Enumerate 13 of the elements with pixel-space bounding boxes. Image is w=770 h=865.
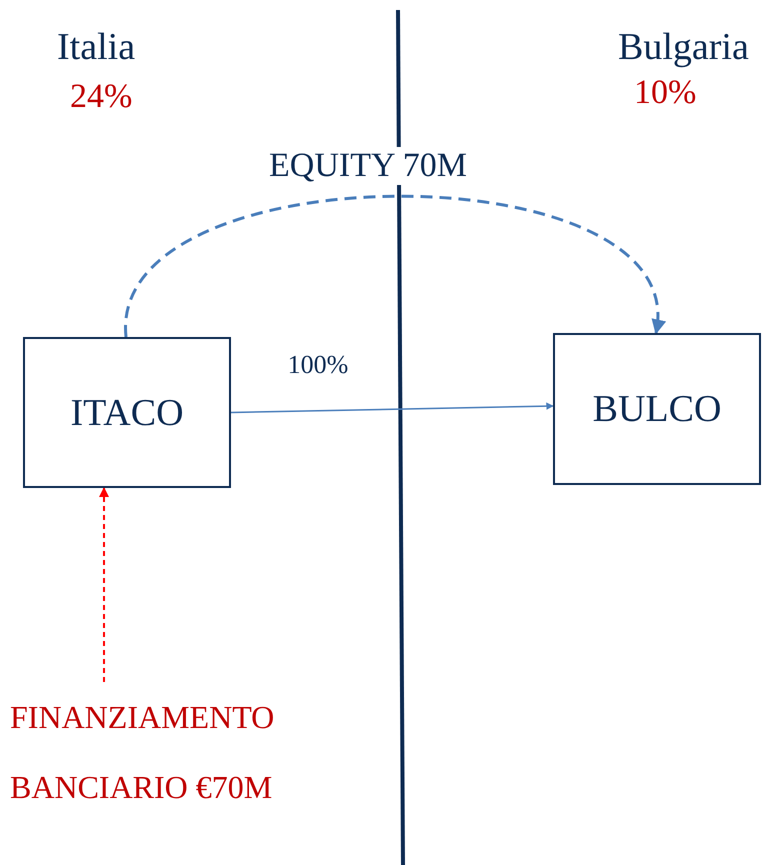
entity-box bbox=[23, 337, 231, 488]
percentage-label: 10% bbox=[634, 74, 696, 112]
country-label: Bulgaria bbox=[618, 25, 749, 69]
arrow bbox=[124, 194, 663, 338]
entity-box bbox=[553, 333, 761, 485]
edge-label: EQUITY 70M bbox=[267, 147, 469, 185]
entity-name: BULCO bbox=[592, 387, 722, 431]
arrow bbox=[99, 487, 109, 682]
entity-name: ITACO bbox=[70, 390, 184, 434]
arrow bbox=[230, 402, 554, 414]
country-label: Italia bbox=[57, 25, 136, 69]
percentage-label: 24% bbox=[70, 78, 132, 116]
note-text: FINANZIAMENTO BANCIARIO €70M bbox=[10, 698, 276, 807]
